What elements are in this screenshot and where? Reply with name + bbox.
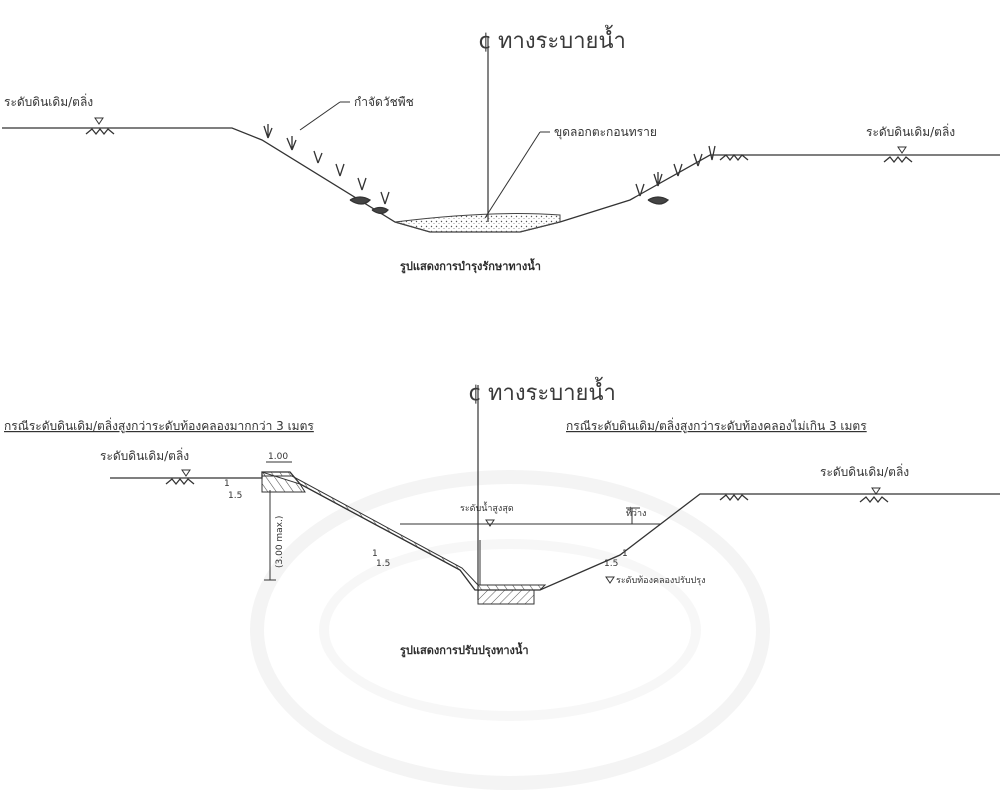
bed-level-label: ระดับท้องคลองปรับปรุง <box>616 575 706 586</box>
improvement-section: ¢ ทางระบายน้ำ กรณีระดับดินเดิม/ตลิ่งสูงก… <box>4 377 1000 658</box>
free-board-label: ที่ว่าง <box>626 506 646 519</box>
depth-dimension: (3.00 max.) <box>275 516 285 568</box>
bottom-right-bank-label: ระดับดินเดิม/ตลิ่ง <box>820 463 909 479</box>
bottom-left-bank-label: ระดับดินเดิม/ตลิ่ง <box>100 447 189 463</box>
top-right-bank-marker-1 <box>719 153 749 162</box>
bottom-right-bank-marker-1 <box>719 493 749 502</box>
top-left-bank-label: ระดับดินเดิม/ตลิ่ง <box>4 93 93 109</box>
weed-leader <box>299 101 341 131</box>
svg-text:1: 1 <box>622 549 628 559</box>
svg-text:1.5: 1.5 <box>604 559 618 569</box>
bottom-title: ทางระบายน้ำ <box>488 377 616 406</box>
bottom-centerline-symbol: ¢ <box>468 381 482 406</box>
sediment-leader <box>484 131 541 219</box>
bottom-ground-profile <box>110 471 1000 591</box>
top-right-bank-marker-2 <box>883 146 913 164</box>
slope-marker-right: 1 1.5 <box>604 549 628 569</box>
slope-marker-left-mid: 1 1.5 <box>372 549 390 569</box>
top-centerline-symbol: ¢ <box>478 29 492 54</box>
slope-marker-left-top: 1 1.5 <box>224 479 242 501</box>
svg-text:1.5: 1.5 <box>376 559 390 569</box>
diagram-canvas: ¢ ทางระบายน้ำ <box>2 25 1000 658</box>
weeds-left-slope <box>263 124 390 215</box>
left-case-note: กรณีระดับดินเดิม/ตลิ่งสูงกว่าระดับท้องคล… <box>4 417 314 434</box>
max-water-label: ระดับน้ำสูงสุด <box>460 501 514 514</box>
weed-label: กำจัดวัชพืช <box>354 95 414 109</box>
weeds-right-slope <box>635 145 716 205</box>
top-right-bank-label: ระดับดินเดิม/ตลิ่ง <box>866 123 955 139</box>
svg-text:1.5: 1.5 <box>228 491 242 501</box>
top-caption: รูปแสดงการบำรุงรักษาทางน้ำ <box>400 258 541 274</box>
channel-lining <box>261 471 547 591</box>
right-case-note: กรณีระดับดินเดิม/ตลิ่งสูงกว่าระดับท้องคล… <box>566 417 867 434</box>
drainage-diagram: ¢ ทางระบายน้ำ <box>2 25 1000 790</box>
sediment-deposit <box>394 213 561 233</box>
top-width-dimension: 1.00 <box>268 452 288 462</box>
top-title: ทางระบายน้ำ <box>498 25 626 54</box>
bed-footing <box>477 589 535 605</box>
bottom-caption: รูปแสดงการปรับปรุงทางน้ำ <box>400 642 529 658</box>
svg-text:1: 1 <box>224 479 230 489</box>
maintenance-section: ¢ ทางระบายน้ำ <box>2 25 1000 274</box>
sediment-label: ขุดลอกตะกอนทราย <box>554 125 657 140</box>
top-left-bank-marker <box>85 117 115 136</box>
bottom-left-bank-marker <box>165 469 195 486</box>
bottom-right-bank-marker-2 <box>859 487 889 504</box>
svg-text:1: 1 <box>372 549 378 559</box>
